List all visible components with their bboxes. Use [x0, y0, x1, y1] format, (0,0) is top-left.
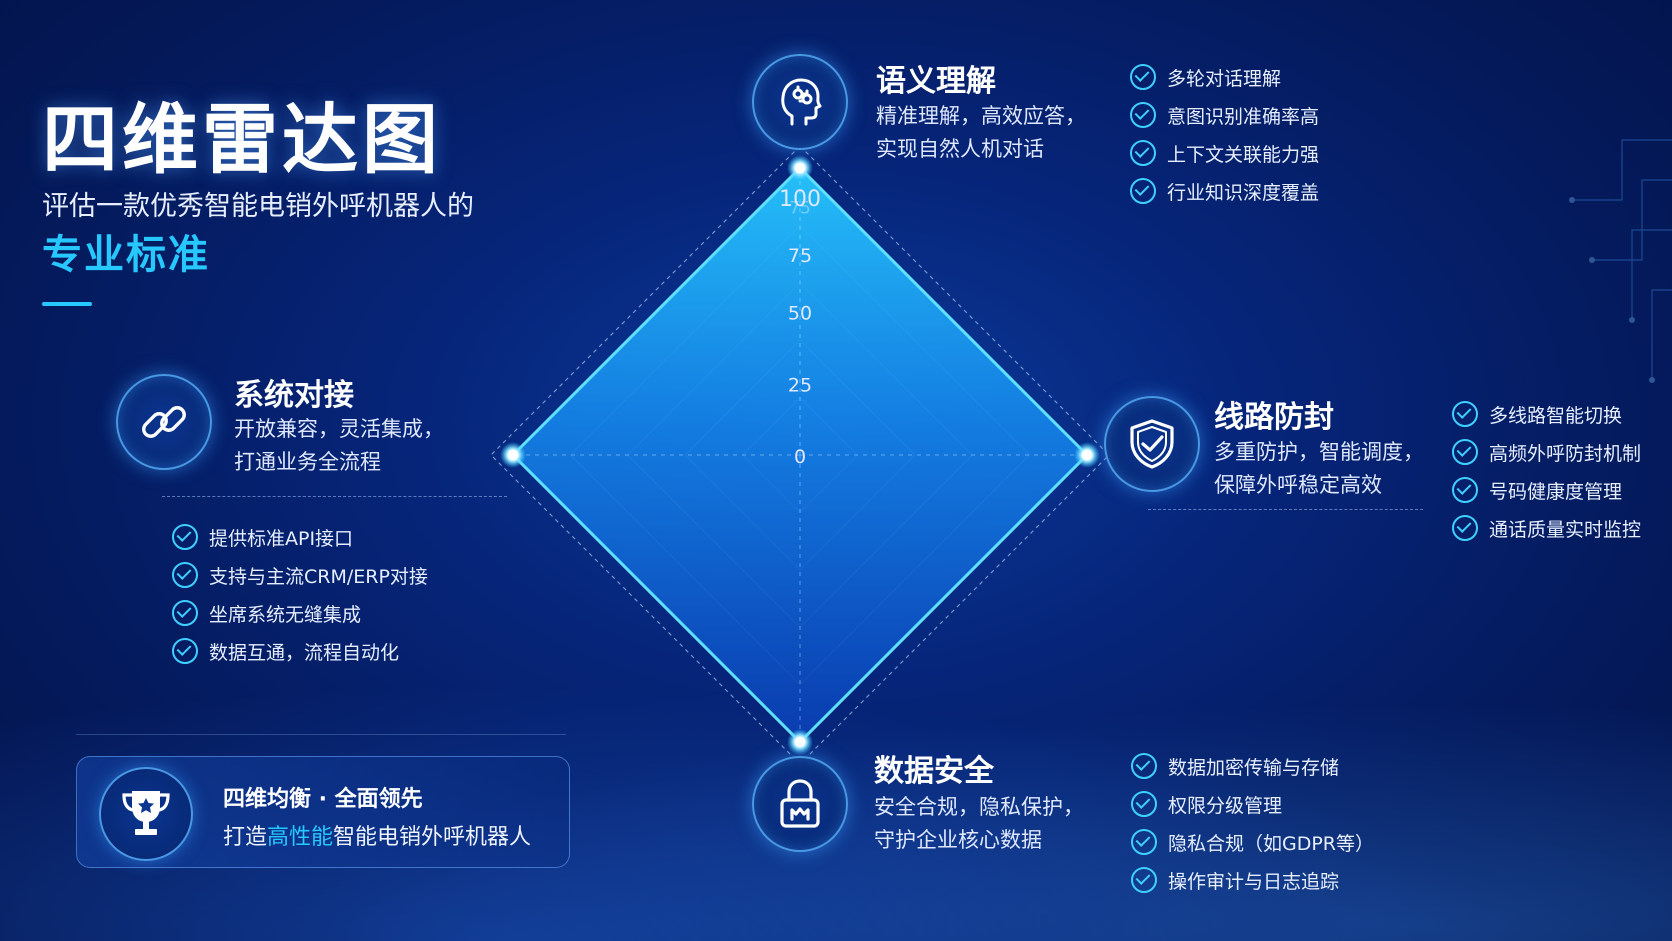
semantic-feature-list: 多轮对话理解 意图识别准确率高 上下文关联能力强 行业知识深度覆盖	[1130, 58, 1319, 210]
list-item: 坐席系统无缝集成	[172, 594, 428, 632]
shield-check-icon	[1130, 419, 1174, 469]
data-security-feature-list: 数据加密传输与存储 权限分级管理 隐私合规（如GDPR等） 操作审计与日志追踪	[1131, 747, 1374, 899]
summary-box: 四维均衡 · 全面领先 打造高性能智能电销外呼机器人	[76, 756, 570, 868]
data-security-desc-line1: 安全合规，隐私保护，	[874, 795, 1084, 819]
check-circle-icon	[172, 600, 198, 626]
tick-label: 50	[788, 303, 812, 325]
line-protect-icon-circle	[1104, 396, 1200, 492]
line-protect-feature-list: 多线路智能切换 高频外呼防封机制 号码健康度管理 通话质量实时监控	[1452, 395, 1641, 547]
list-item: 数据加密传输与存储	[1131, 747, 1374, 785]
check-circle-icon	[1131, 791, 1157, 817]
list-item: 提供标准API接口	[172, 518, 428, 556]
tick-label: 25	[788, 374, 812, 396]
check-circle-icon	[1130, 140, 1156, 166]
list-item: 高频外呼防封机制	[1452, 433, 1641, 471]
check-circle-icon	[172, 638, 198, 664]
list-item: 多线路智能切换	[1452, 395, 1641, 433]
integration-feature-list: 提供标准API接口 支持与主流CRM/ERP对接 坐席系统无缝集成 数据互通，流…	[172, 518, 428, 670]
chain-link-icon	[142, 406, 186, 438]
list-item: 意图识别准确率高	[1130, 96, 1319, 134]
integration-desc-line2: 打通业务全流程	[234, 450, 381, 474]
data-point	[507, 449, 519, 461]
data-point	[794, 162, 806, 174]
line-protect-divider	[1148, 509, 1423, 510]
brain-head-icon	[781, 78, 822, 126]
data-point	[1081, 449, 1093, 461]
tick-label: 100	[779, 187, 821, 212]
line-protect-title: 线路防封	[1214, 400, 1334, 435]
semantic-icon-circle	[752, 54, 848, 150]
data-security-desc-line2: 守护企业核心数据	[874, 828, 1042, 852]
list-item: 支持与主流CRM/ERP对接	[172, 556, 428, 594]
data-point	[794, 736, 806, 748]
summary-title: 四维均衡 · 全面领先	[223, 787, 423, 812]
list-item: 行业知识深度覆盖	[1130, 172, 1319, 210]
trophy-icon-circle	[99, 767, 193, 861]
lock-icon	[780, 779, 820, 828]
line-protect-desc-line1: 多重防护，智能调度，	[1214, 440, 1424, 464]
check-circle-icon	[1452, 439, 1478, 465]
data-security-title: 数据安全	[874, 754, 994, 789]
list-item: 权限分级管理	[1131, 785, 1374, 823]
tick-label: 0	[794, 446, 806, 468]
summary-divider	[76, 734, 566, 735]
integration-title: 系统对接	[234, 378, 354, 413]
check-circle-icon	[1130, 178, 1156, 204]
integration-icon-circle	[116, 374, 212, 470]
list-item: 通话质量实时监控	[1452, 509, 1641, 547]
list-item: 数据互通，流程自动化	[172, 632, 428, 670]
check-circle-icon	[1452, 515, 1478, 541]
check-circle-icon	[1131, 829, 1157, 855]
page-subtitle: 评估一款优秀智能电销外呼机器人的	[42, 191, 474, 222]
check-circle-icon	[1452, 401, 1478, 427]
trophy-icon	[122, 791, 170, 835]
check-circle-icon	[172, 562, 198, 588]
tick-label: 75	[789, 198, 811, 218]
integration-desc-line1: 开放兼容，灵活集成，	[234, 417, 444, 441]
title-underline	[42, 302, 92, 306]
semantic-desc-line2: 实现自然人机对话	[876, 137, 1044, 161]
check-circle-icon	[1131, 753, 1157, 779]
line-protect-desc-line2: 保障外呼稳定高效	[1214, 473, 1382, 497]
radar-axes	[513, 168, 1087, 742]
check-circle-icon	[1452, 477, 1478, 503]
semantic-desc-line1: 精准理解，高效应答，	[876, 104, 1086, 128]
list-item: 操作审计与日志追踪	[1131, 861, 1374, 899]
check-circle-icon	[1130, 64, 1156, 90]
list-item: 号码健康度管理	[1452, 471, 1641, 509]
page-title: 四维雷达图	[42, 95, 442, 184]
circuit-decoration	[1569, 139, 1672, 383]
check-circle-icon	[172, 524, 198, 550]
list-item: 上下文关联能力强	[1130, 134, 1319, 172]
tick-label: 75	[788, 245, 812, 267]
summary-highlight: 高性能	[267, 825, 334, 850]
semantic-title: 语义理解	[876, 64, 996, 99]
page-subtitle-highlight: 专业标准	[42, 232, 210, 278]
list-item: 多轮对话理解	[1130, 58, 1319, 96]
check-circle-icon	[1131, 867, 1157, 893]
list-item: 隐私合规（如GDPR等）	[1131, 823, 1374, 861]
integration-divider	[162, 496, 507, 497]
radar-points	[500, 155, 1100, 755]
data-security-icon-circle	[752, 756, 848, 852]
check-circle-icon	[1130, 102, 1156, 128]
summary-subtitle: 打造高性能智能电销外呼机器人	[223, 825, 532, 850]
